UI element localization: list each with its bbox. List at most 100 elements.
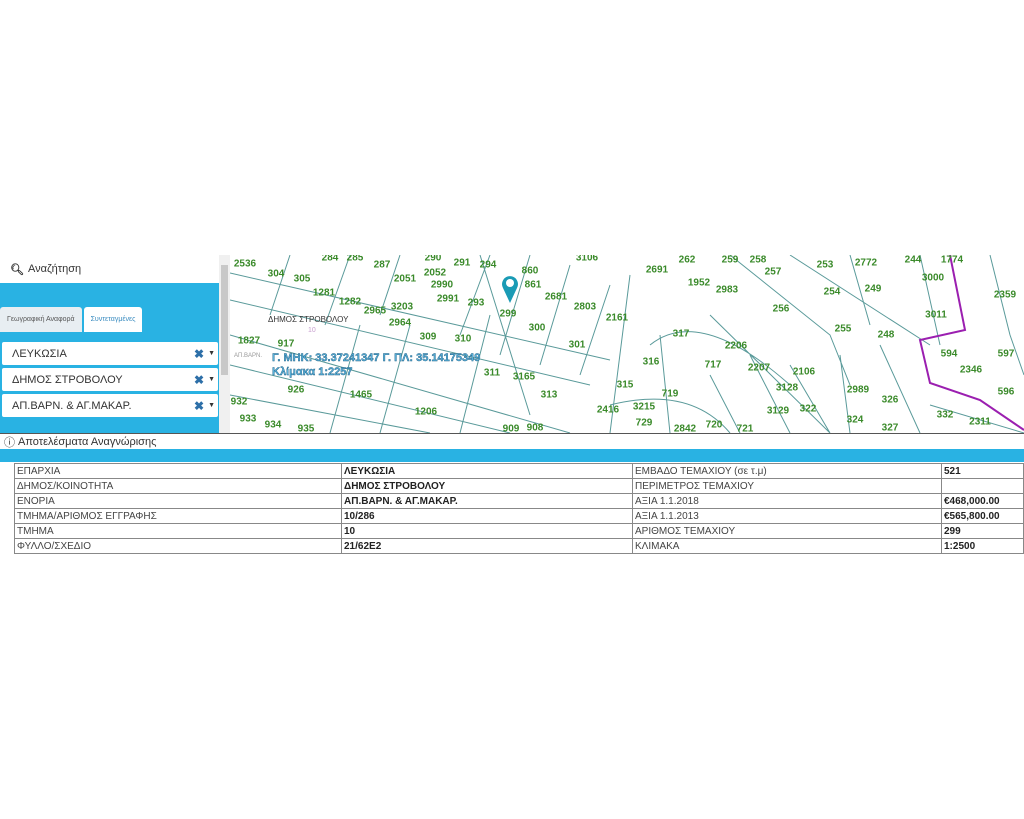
parcel-number[interactable]: 908: [526, 422, 544, 434]
parcel-number[interactable]: 933: [239, 413, 257, 425]
parcel-number[interactable]: 284: [321, 255, 339, 264]
parcel-number[interactable]: 293: [467, 297, 485, 309]
parcel-number[interactable]: 3215: [632, 401, 656, 413]
parcel-number[interactable]: 324: [846, 414, 864, 426]
parcel-number[interactable]: 2346: [959, 364, 983, 376]
parcel-number[interactable]: 244: [904, 255, 922, 266]
scrollbar-thumb[interactable]: [221, 265, 228, 375]
parcel-number[interactable]: 322: [799, 403, 817, 415]
parcel-number[interactable]: 309: [419, 331, 437, 343]
parcel-number[interactable]: 3128: [775, 382, 799, 394]
parcel-number[interactable]: 3000: [921, 272, 945, 284]
parcel-number[interactable]: 254: [823, 286, 841, 298]
parcel-number[interactable]: 861: [524, 279, 542, 291]
parcel-number[interactable]: 909: [502, 423, 520, 434]
panel-scrollbar[interactable]: [219, 255, 230, 433]
parcel-number[interactable]: 932: [230, 396, 248, 408]
parcel-number[interactable]: 2991: [436, 293, 460, 305]
parcel-number[interactable]: 258: [749, 255, 767, 266]
parcel-number[interactable]: 290: [424, 255, 442, 264]
parcel-number[interactable]: 2161: [605, 312, 629, 324]
parcel-number[interactable]: 717: [704, 359, 722, 371]
parcel-number[interactable]: 721: [736, 423, 754, 434]
parcel-number[interactable]: 316: [642, 356, 660, 368]
parcel-number[interactable]: 2206: [724, 340, 748, 352]
parcel-number[interactable]: 917: [277, 338, 295, 350]
chevron-down-icon[interactable]: ▼: [208, 350, 215, 357]
parcel-number[interactable]: 1774: [940, 255, 964, 266]
parcel-number[interactable]: 2691: [645, 264, 669, 276]
parish-select[interactable]: ΑΠ.ΒΑΡΝ. & ΑΓ.ΜΑΚΑΡ.✖▼: [2, 394, 218, 417]
parcel-number[interactable]: 1827: [237, 335, 261, 347]
chevron-down-icon[interactable]: ▼: [208, 402, 215, 409]
parcel-number[interactable]: 327: [881, 422, 899, 434]
parcel-number[interactable]: 257: [764, 266, 782, 278]
municipality-select[interactable]: ΔΗΜΟΣ ΣΤΡΟΒΟΛΟΥ✖▼: [2, 368, 218, 391]
parcel-number[interactable]: 299: [499, 308, 517, 320]
tab-coordinates[interactable]: Συντεταγμένες: [83, 307, 143, 332]
parcel-number[interactable]: 253: [816, 259, 834, 271]
parcel-number[interactable]: 248: [877, 329, 895, 341]
parcel-number[interactable]: 2983: [715, 284, 739, 296]
parcel-number[interactable]: 597: [997, 348, 1015, 360]
parcel-number[interactable]: 287: [373, 259, 391, 271]
parcel-number[interactable]: 2311: [969, 416, 991, 428]
parcel-number[interactable]: 2416: [596, 404, 620, 416]
parcel-number[interactable]: 1281: [312, 287, 336, 299]
parcel-number[interactable]: 294: [479, 259, 497, 271]
parcel-number[interactable]: 315: [616, 379, 634, 391]
parcel-number[interactable]: 3129: [766, 405, 790, 417]
clear-icon[interactable]: ✖: [193, 346, 204, 361]
parcel-number[interactable]: 2803: [573, 301, 597, 313]
parcel-number[interactable]: 262: [678, 255, 696, 266]
parcel-number[interactable]: 719: [661, 388, 679, 400]
parcel-number[interactable]: 934: [264, 419, 282, 431]
parcel-number[interactable]: 3203: [390, 301, 414, 313]
parcel-number[interactable]: 935: [297, 423, 315, 434]
parcel-number[interactable]: 1465: [349, 389, 373, 401]
parcel-number[interactable]: 304: [267, 268, 285, 280]
parcel-number[interactable]: 285: [346, 255, 364, 264]
parcel-number[interactable]: 256: [772, 303, 790, 315]
parcel-number[interactable]: 2842: [673, 423, 697, 434]
province-select[interactable]: ΛΕΥΚΩΣΙΑ✖▼: [2, 342, 218, 365]
parcel-number[interactable]: 255: [834, 323, 852, 335]
parcel-number[interactable]: 926: [287, 384, 305, 396]
parcel-number[interactable]: 2965: [363, 305, 387, 317]
parcel-number[interactable]: 305: [293, 273, 311, 285]
parcel-number[interactable]: 2106: [792, 366, 816, 378]
parcel-number[interactable]: 3011: [925, 309, 947, 321]
parcel-number[interactable]: 326: [881, 394, 899, 406]
parcel-number[interactable]: 729: [635, 417, 653, 429]
chevron-down-icon[interactable]: ▼: [208, 376, 215, 383]
parcel-number[interactable]: 2207: [747, 362, 771, 374]
parcel-number[interactable]: 300: [528, 322, 546, 334]
parcel-number[interactable]: 249: [864, 283, 882, 295]
parcel-number[interactable]: 2536: [233, 258, 257, 270]
parcel-number[interactable]: 332: [936, 409, 954, 421]
parcel-number[interactable]: 1952: [687, 277, 711, 289]
parcel-number[interactable]: 301: [568, 339, 586, 351]
parcel-number[interactable]: 2772: [854, 257, 878, 269]
parcel-number[interactable]: 2359: [993, 289, 1017, 301]
parcel-number[interactable]: 2964: [388, 317, 412, 329]
parcel-number[interactable]: 596: [997, 386, 1015, 398]
parcel-number[interactable]: 594: [940, 348, 958, 360]
parcel-number[interactable]: 720: [705, 419, 723, 431]
parcel-number[interactable]: 317: [672, 328, 690, 340]
parcel-number[interactable]: 1206: [414, 406, 438, 418]
parcel-number[interactable]: 860: [521, 265, 539, 277]
parcel-number[interactable]: 291: [453, 257, 471, 269]
clear-icon[interactable]: ✖: [193, 398, 204, 413]
parcel-number[interactable]: 2990: [430, 279, 454, 291]
parcel-number[interactable]: 311: [483, 367, 501, 379]
parcel-number[interactable]: 2681: [544, 291, 568, 303]
parcel-number[interactable]: 313: [540, 389, 558, 401]
parcel-number[interactable]: 2051: [393, 273, 417, 285]
parcel-number[interactable]: 2989: [846, 384, 870, 396]
parcel-number[interactable]: 1282: [338, 296, 362, 308]
clear-icon[interactable]: ✖: [193, 372, 204, 387]
parcel-number[interactable]: 310: [454, 333, 472, 345]
parcel-number[interactable]: 2052: [423, 267, 447, 279]
